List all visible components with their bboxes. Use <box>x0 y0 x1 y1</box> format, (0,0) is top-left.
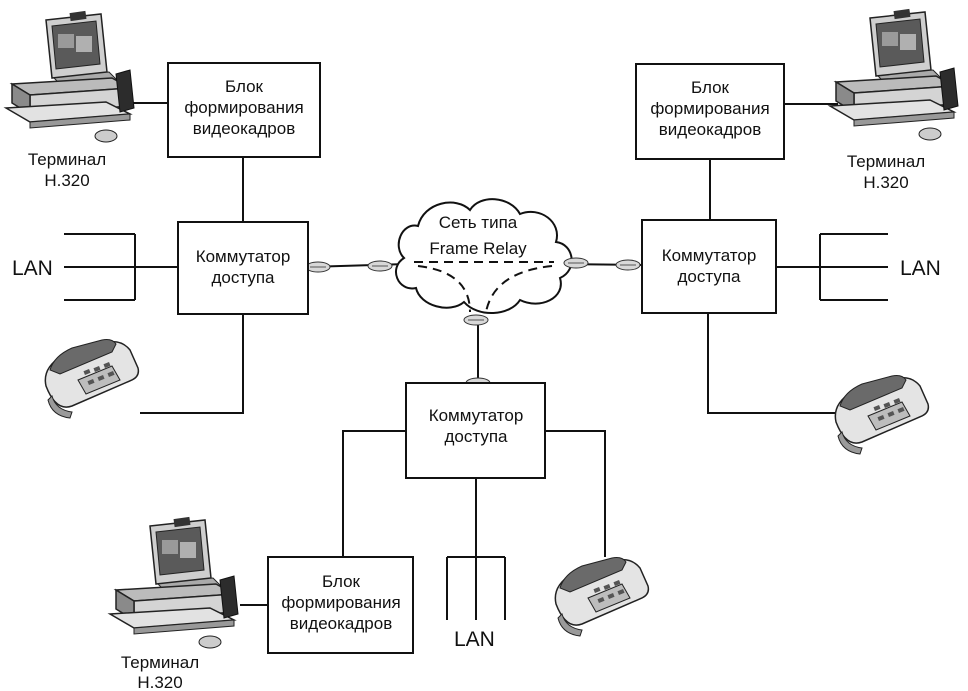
access-switch-right: Коммутатор доступа <box>641 219 777 314</box>
lan-bottom-label: LAN <box>454 628 495 651</box>
video-tr-line1: Блок <box>691 78 730 97</box>
video-tr-line3: видеокадров <box>659 120 761 139</box>
link-connector-icon <box>463 314 489 326</box>
link-connector-icon <box>615 259 641 271</box>
video-tr-line2: формирования <box>650 99 769 118</box>
computer-terminal-icon <box>5 10 135 143</box>
switch-right-line1: Коммутатор <box>662 246 757 265</box>
video-tl-line2: формирования <box>184 98 303 117</box>
computer-terminal-icon <box>109 516 239 649</box>
desk-phone-icon <box>834 374 930 455</box>
access-switch-bottom: Коммутатор доступа <box>405 382 546 479</box>
switch-right-line2: доступа <box>677 267 741 286</box>
switch-left-line1: Коммутатор <box>196 247 291 266</box>
lan-right-label: LAN <box>900 257 941 280</box>
link-connector-icon <box>305 261 331 273</box>
video-bottom-line1: Блок <box>322 572 361 591</box>
switch-bottom-line2: доступа <box>444 427 508 446</box>
terminal-tr-line1: Терминал <box>847 152 925 171</box>
terminal-tr-line2: H.320 <box>863 173 908 192</box>
frame-relay-cloud <box>395 198 573 315</box>
access-switch-left: Коммутатор доступа <box>177 221 309 315</box>
wire-switch-right-to-phone <box>707 313 835 414</box>
video-frame-block-top-right: Блок формирования видеокадров <box>635 63 785 160</box>
video-tl-line1: Блок <box>225 77 264 96</box>
link-connector-icon <box>563 257 589 269</box>
computer-terminal-icon <box>829 8 959 141</box>
cloud-label-line1: Сеть типа <box>439 213 518 232</box>
video-bottom-line2: формирования <box>281 593 400 612</box>
cloud-label-line2: Frame Relay <box>429 239 527 258</box>
video-frame-block-bottom: Блок формирования видеокадров <box>267 556 414 654</box>
wire-switch-bottom-to-video <box>342 430 406 557</box>
terminal-bottom-line2: H.320 <box>137 673 182 691</box>
wire-switch-bottom-to-phone <box>545 430 606 557</box>
video-frame-block-top-left: Блок формирования видеокадров <box>167 62 321 158</box>
desk-phone-icon <box>554 556 650 637</box>
video-tl-line3: видеокадров <box>193 119 295 138</box>
virtual-circuit-right <box>485 265 553 313</box>
lan-left-label: LAN <box>12 257 53 280</box>
terminal-bottom-line1: Терминал <box>121 653 199 672</box>
switch-bottom-line1: Коммутатор <box>429 406 524 425</box>
switch-left-line2: доступа <box>211 268 275 287</box>
video-bottom-line3: видеокадров <box>290 614 392 633</box>
terminal-tl-line2: H.320 <box>44 171 89 190</box>
desk-phone-icon <box>44 338 140 419</box>
terminal-tl-line1: Терминал <box>28 150 106 169</box>
wire-switch-left-to-phone <box>140 314 244 414</box>
link-connector-icon <box>367 260 393 272</box>
